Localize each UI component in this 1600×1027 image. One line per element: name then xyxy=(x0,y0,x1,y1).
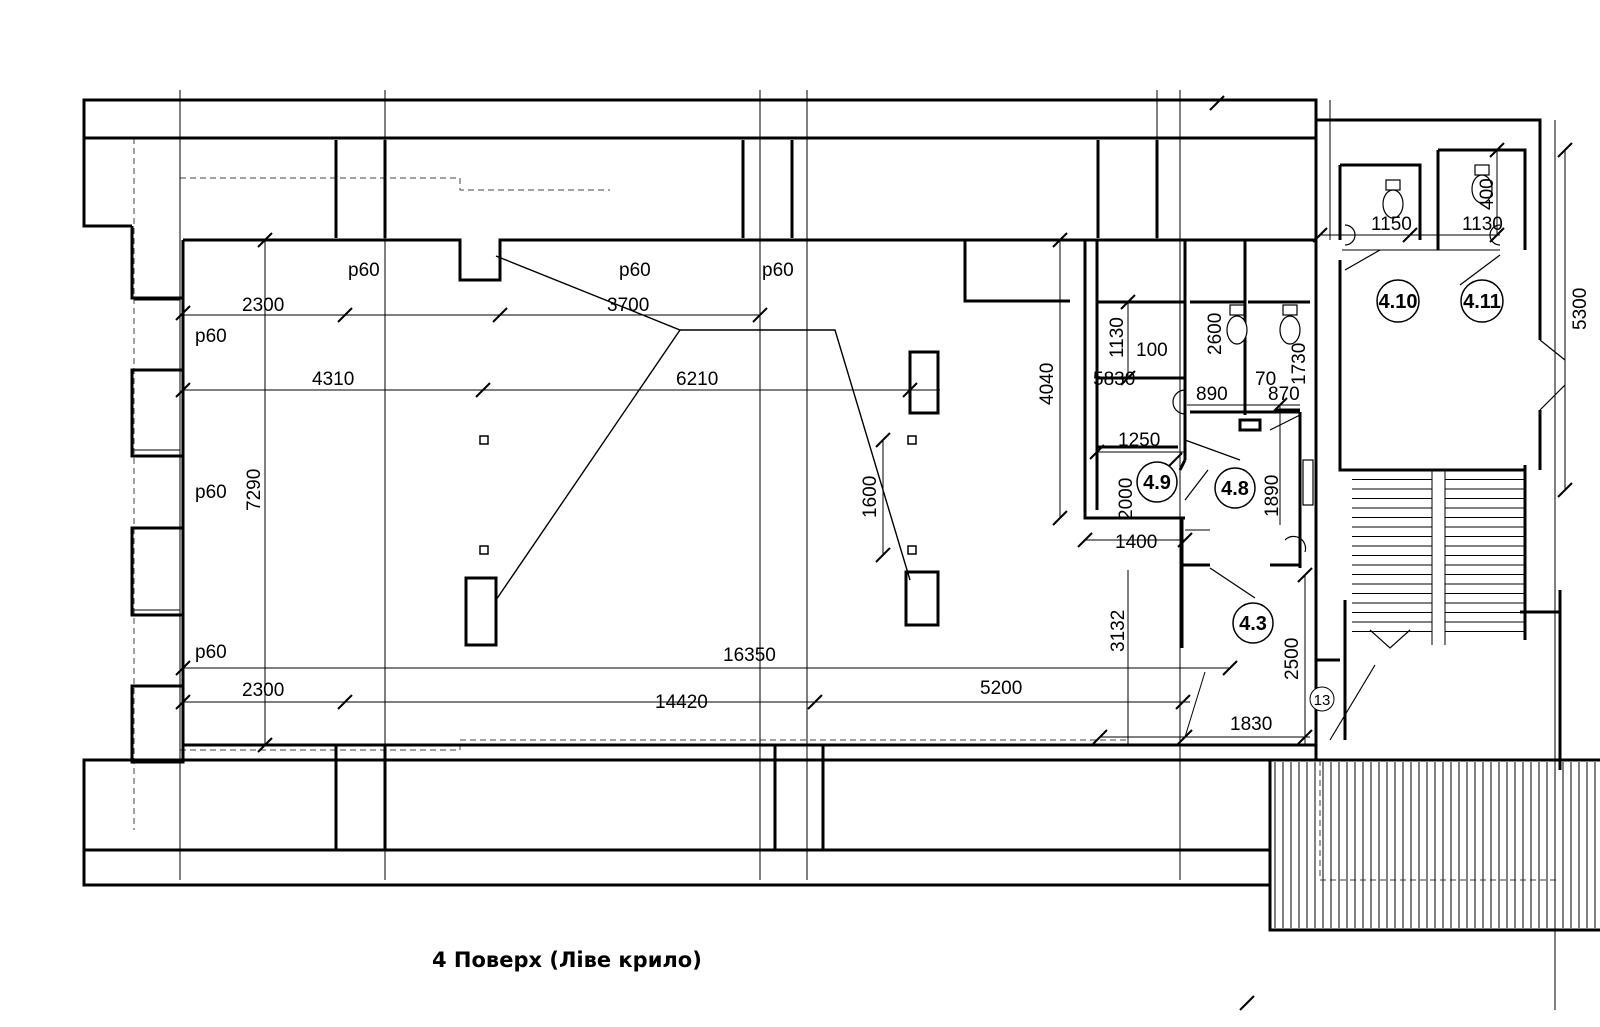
dim-3132: 3132 xyxy=(1108,610,1129,652)
dim-2500: 2500 xyxy=(1282,638,1303,680)
dim-1890: 1890 xyxy=(1262,475,1283,517)
toilet-icon xyxy=(1226,164,1493,345)
dim-1130-horizontal: 1130 xyxy=(1462,214,1503,235)
plan-caption: 4 Поверх (Ліве крило) xyxy=(432,948,702,972)
dim-70: 70 xyxy=(1255,369,1276,390)
dim-7290: 7290 xyxy=(244,469,265,511)
hidden-lines xyxy=(133,137,1560,881)
room-marker-4-9: 4.9 xyxy=(1136,461,1178,503)
dim-2300-bottom: 2300 xyxy=(242,680,284,701)
dim-4310: 4310 xyxy=(312,369,354,390)
dim-6210: 6210 xyxy=(676,369,718,390)
room-marker-4-8: 4.8 xyxy=(1214,467,1256,509)
opening-p60-5: p60 xyxy=(195,482,227,503)
room-markers: 4.9 4.8 4.3 4.10 4.11 13 xyxy=(1136,279,1504,712)
room-marker-4-10: 4.10 xyxy=(1376,279,1420,323)
room-label-4-10: 4.10 xyxy=(1379,291,1418,313)
dim-1400: 1400 xyxy=(1115,532,1157,553)
room-label-4-11: 4.11 xyxy=(1463,291,1501,313)
room-marker-4-11: 4.11 xyxy=(1460,279,1504,323)
dim-100: 100 xyxy=(1136,340,1168,361)
dim-1150: 1150 xyxy=(1371,214,1412,235)
dim-5300: 5300 xyxy=(1570,288,1591,330)
axis-marker-13: 13 xyxy=(1309,686,1335,712)
dim-3700: 3700 xyxy=(607,295,649,316)
dimension-labels: 2300 3700 4310 6210 7290 1600 4040 5830 … xyxy=(242,178,1591,735)
dim-2000: 2000 xyxy=(1116,478,1137,520)
dimension-lines xyxy=(183,150,1566,745)
opening-p60-3: p60 xyxy=(762,260,794,281)
posts xyxy=(479,435,917,555)
stair-hatching xyxy=(1274,469,1596,928)
dim-14420: 14420 xyxy=(655,692,708,713)
room-label-4-8: 4.8 xyxy=(1221,478,1249,500)
dim-2600: 2600 xyxy=(1205,313,1226,355)
room-marker-4-3: 4.3 xyxy=(1232,602,1274,644)
dim-400: 400 xyxy=(1477,178,1498,210)
door-swings xyxy=(1184,249,1566,741)
room-label-4-9: 4.9 xyxy=(1143,472,1171,494)
dimension-ticks xyxy=(175,95,1573,1011)
opening-p60-6: p60 xyxy=(195,642,227,663)
dim-2300-top: 2300 xyxy=(242,295,284,316)
dim-1830: 1830 xyxy=(1230,714,1272,735)
dim-1130-vertical: 1130 xyxy=(1107,317,1128,358)
dim-1730: 1730 xyxy=(1289,343,1310,385)
opening-p60-4: p60 xyxy=(195,326,227,347)
dim-4040: 4040 xyxy=(1037,363,1058,405)
dim-16350: 16350 xyxy=(723,645,776,666)
sink-icon xyxy=(1172,224,1501,553)
opening-labels: p60 p60 p60 p60 p60 p60 xyxy=(195,260,794,663)
opening-p60-1: p60 xyxy=(348,260,380,281)
beam-lines xyxy=(495,255,911,601)
room-label-4-3: 4.3 xyxy=(1239,613,1267,635)
dim-870: 870 xyxy=(1268,384,1300,405)
opening-p60-2: p60 xyxy=(619,260,651,281)
axis-label-13: 13 xyxy=(1314,692,1331,709)
dim-5200: 5200 xyxy=(980,678,1022,699)
dim-1250: 1250 xyxy=(1118,430,1160,451)
dim-5830: 5830 xyxy=(1093,369,1135,390)
dim-890: 890 xyxy=(1196,384,1228,405)
dim-1600: 1600 xyxy=(860,476,881,518)
construction-lines xyxy=(134,90,1556,1010)
walls xyxy=(82,98,1600,932)
